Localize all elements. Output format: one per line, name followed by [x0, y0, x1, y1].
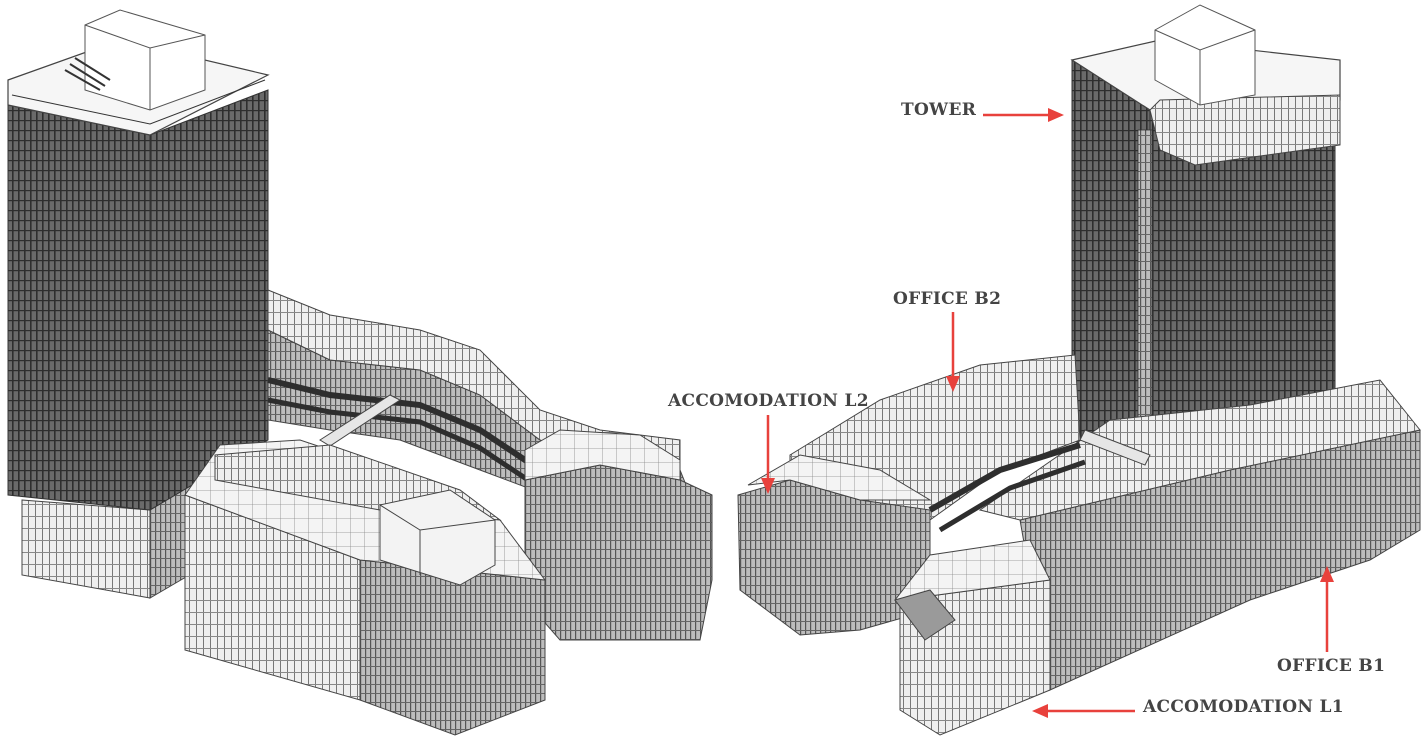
label-office-b1: OFFICE B1 — [1277, 656, 1386, 676]
right-main-block-roof — [978, 379, 1421, 521]
left-skybridge — [319, 394, 402, 447]
label-tower: TOWER — [901, 100, 977, 120]
right-tower-crown — [1149, 94, 1341, 166]
left-tower-penthouse — [84, 9, 206, 111]
arrowhead-office-b2 — [946, 376, 960, 392]
right-tower-penthouse — [1154, 4, 1256, 106]
arrowhead-accomodation-l2 — [761, 478, 775, 494]
arrowhead-office-b1 — [1320, 566, 1334, 582]
left-front-block-side — [359, 559, 546, 736]
left-front-rooftop-box — [379, 489, 496, 586]
left-building-group — [7, 9, 713, 736]
left-tower-front — [7, 104, 151, 511]
label-office-b2: OFFICE B2 — [893, 289, 1002, 309]
label-accomodation-l2: ACCOMODATION L2 — [668, 391, 869, 411]
left-tower-side — [149, 89, 269, 511]
left-tower-base — [21, 499, 151, 599]
callout-arrows — [761, 108, 1334, 718]
label-accomodation-l1: ACCOMODATION L1 — [1143, 697, 1344, 717]
right-building-group — [737, 4, 1421, 736]
left-east-block — [524, 464, 713, 641]
right-accomodation-l1-corner — [894, 589, 956, 641]
left-east-block-roof — [524, 429, 681, 481]
arrowhead-accomodation-l1 — [1032, 704, 1048, 718]
arrowhead-tower — [1048, 108, 1064, 122]
right-accomodation-l2-roof — [747, 454, 932, 501]
right-skybridge — [1079, 429, 1151, 466]
